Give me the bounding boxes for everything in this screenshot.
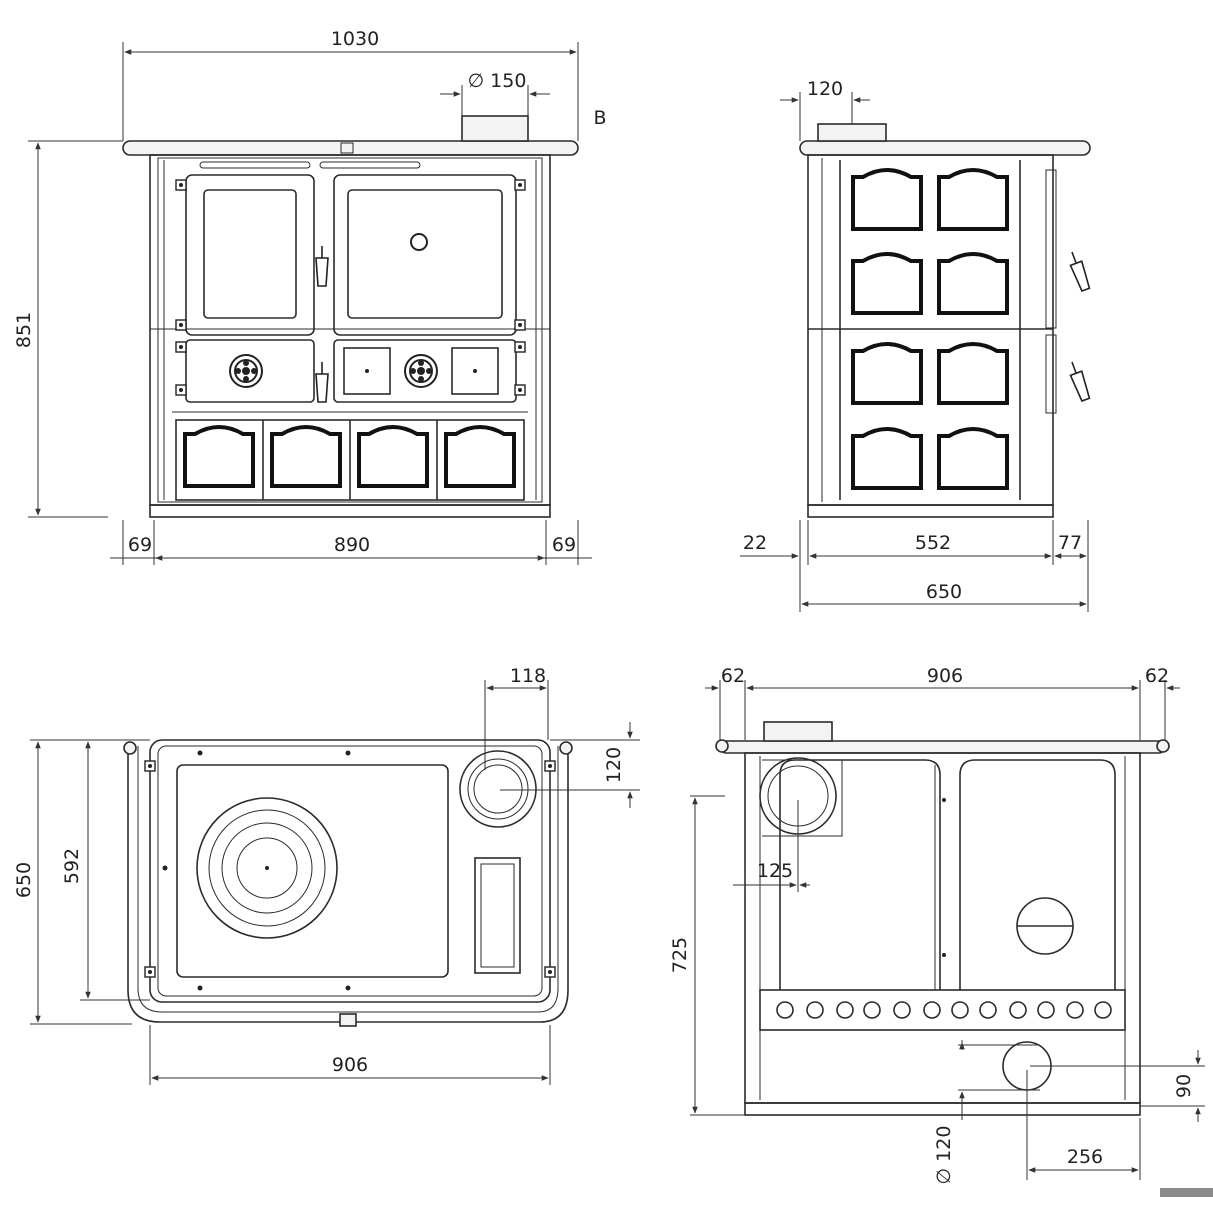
air-knob-icon <box>404 354 438 388</box>
scale-bar <box>1160 1188 1213 1197</box>
side-panel <box>807 154 1054 506</box>
oven-door <box>333 174 517 336</box>
front-inner-width: 890 <box>334 534 370 556</box>
front-view: 1030 ∅ 150 B 851 69 890 69 <box>13 28 607 565</box>
hotplate <box>176 764 449 978</box>
back-outlet-diameter: ∅ 120 <box>933 1126 955 1185</box>
cooktop <box>149 739 551 1003</box>
back-flue-offset: 125 <box>757 860 793 882</box>
door-handle-icon <box>1065 359 1093 403</box>
flue-opening-icon <box>459 750 537 828</box>
side-body-depth: 552 <box>915 532 951 554</box>
back-height: 725 <box>669 937 691 973</box>
back-rail-left: 62 <box>721 665 745 687</box>
firebox-door <box>185 174 315 336</box>
back-outlet-offset: 256 <box>1067 1146 1103 1168</box>
thermometer-icon <box>410 233 428 251</box>
door-handle-icon <box>315 361 329 403</box>
top-flue-width: 118 <box>510 665 546 687</box>
back-width: 906 <box>927 665 963 687</box>
label-b: B <box>593 107 606 129</box>
side-view: 120 22 552 77 650 <box>740 78 1093 612</box>
front-left-margin: 69 <box>128 534 152 556</box>
flue-collar <box>461 115 529 142</box>
top-depth-inner: 592 <box>61 848 83 884</box>
plate-ring-icon <box>196 797 338 939</box>
top-depth-total: 650 <box>13 862 35 898</box>
back-outlet-height: 90 <box>1173 1074 1195 1098</box>
front-height: 851 <box>13 312 35 348</box>
side-left-offset: 22 <box>743 532 767 554</box>
side-flue-offset: 120 <box>807 78 843 100</box>
back-rail-right: 62 <box>1145 665 1169 687</box>
top-view: 118 120 650 592 906 <box>13 665 640 1085</box>
back-view: 62 906 62 125 725 ∅ 120 90 256 <box>669 665 1205 1184</box>
flue-collar <box>817 123 887 142</box>
front-right-margin: 69 <box>552 534 576 556</box>
front-width-total: 1030 <box>331 28 379 50</box>
back-panel <box>744 752 1141 1104</box>
plinth <box>149 504 551 518</box>
guard-rail <box>127 746 569 1023</box>
door-handle-icon <box>315 245 329 287</box>
top-width: 906 <box>332 1054 368 1076</box>
door-handle-icon <box>1065 249 1093 293</box>
air-knob-icon <box>229 354 263 388</box>
flue-collar <box>763 721 833 742</box>
side-total-depth: 650 <box>926 581 962 603</box>
top-flue-offset: 120 <box>603 747 625 783</box>
side-right-offset: 77 <box>1058 532 1082 554</box>
front-flue-diameter: ∅ 150 <box>468 70 527 92</box>
